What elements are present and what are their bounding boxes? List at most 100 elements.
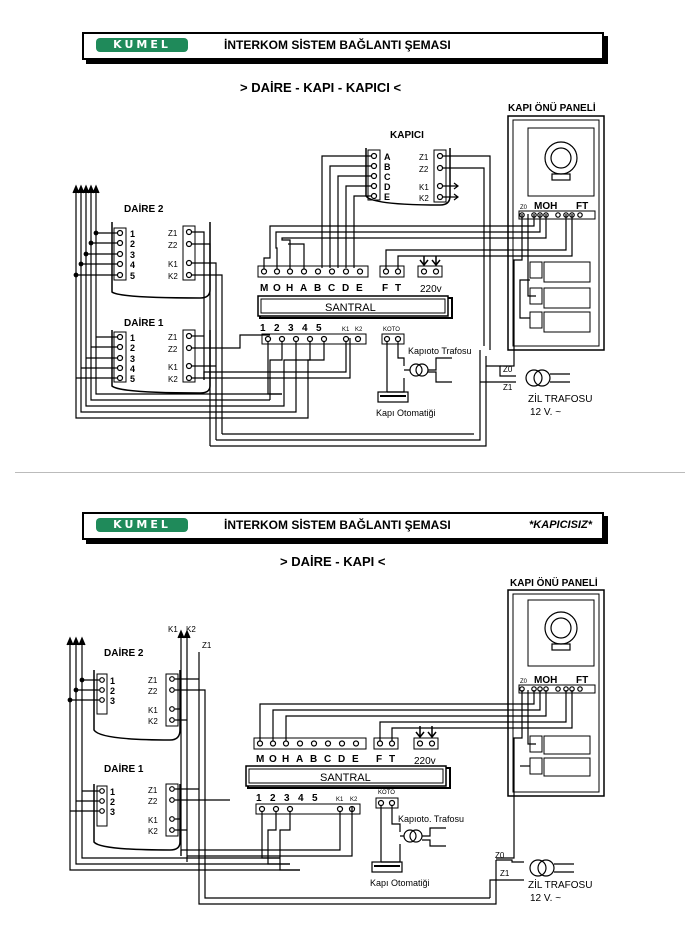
panel-label: KAPI ÖNÜ PANELİ bbox=[508, 101, 596, 114]
kapi-otomatigi-label: Kapı Otomatiği bbox=[376, 408, 436, 418]
panel-wires bbox=[263, 214, 573, 367]
diagram-title: İNTERKOM SİSTEM BAĞLANTI ŞEMASI bbox=[224, 518, 451, 532]
svg-text:Z1: Z1 bbox=[503, 383, 513, 392]
santral-label: SANTRAL bbox=[325, 302, 376, 314]
santral-unit: SANTRAL bbox=[245, 765, 451, 789]
santral-bottom-terminals: 1 2 3 4 5 K1 K2 KOTO bbox=[260, 323, 405, 345]
svg-text:K1: K1 bbox=[148, 816, 158, 825]
kapi-onu-paneli: KAPI ÖNÜ PANELİ Z0 MOH FT bbox=[507, 101, 605, 351]
daire2-left-terminals: 1 2 3 4 5 bbox=[113, 227, 135, 281]
svg-text:E: E bbox=[384, 192, 390, 202]
diagram-daire-kapi-kapici: KUMEL İNTERKOM SİSTEM BAĞLANTI ŞEMASI > … bbox=[0, 0, 700, 470]
svg-text:4: 4 bbox=[302, 323, 308, 334]
kapi-onu-paneli: KAPI ÖNÜ PANELİ Z0 MOH FT bbox=[507, 576, 605, 797]
svg-text:K1: K1 bbox=[148, 706, 158, 715]
svg-text:MOH: MOH bbox=[534, 675, 557, 686]
svg-text:B: B bbox=[384, 162, 391, 172]
svg-text:E: E bbox=[352, 754, 359, 765]
title-box: KUMEL İNTERKOM SİSTEM BAĞLANTI ŞEMASI *K… bbox=[82, 512, 604, 540]
diagram-daire-kapi: KUMEL İNTERKOM SİSTEM BAĞLANTI ŞEMASI *K… bbox=[0, 490, 700, 952]
svg-text:K2: K2 bbox=[186, 625, 196, 634]
svg-text:C: C bbox=[384, 172, 391, 182]
kapi-oto-trafo-label: Kapıoto Trafosu bbox=[408, 346, 472, 356]
daire1-unit: DAİRE 1 1 2 3 4 5 Z1 Z2 K1 K2 bbox=[111, 316, 211, 394]
svg-text:FT: FT bbox=[576, 675, 588, 686]
svg-text:K1: K1 bbox=[168, 260, 178, 269]
daire2-label: DAİRE 2 bbox=[124, 202, 164, 215]
santral-bottom-terminals: 1 2 3 4 5 K1 K2 KOTO bbox=[255, 790, 399, 815]
svg-text:D: D bbox=[342, 283, 349, 294]
daire-right-buses bbox=[192, 231, 487, 447]
svg-text:Z2: Z2 bbox=[419, 165, 429, 174]
svg-text:1: 1 bbox=[130, 333, 135, 343]
panel-label: KAPI ÖNÜ PANELİ bbox=[510, 576, 598, 589]
kapi-otomatigi-circuit: Kapıoto Trafosu Kapı Otomatiği bbox=[376, 342, 472, 418]
daire2-right-terminals: Z1 Z2 K1 K2 bbox=[168, 225, 196, 281]
daire-right-buses bbox=[175, 678, 497, 905]
svg-text:2: 2 bbox=[270, 793, 276, 804]
kapici-label: KAPICI bbox=[390, 130, 424, 141]
diagram-subtitle: > DAİRE - KAPI < bbox=[280, 554, 386, 569]
kapi-otomatigi-circuit: Kapıoto. Trafosu Kapı Otomatiği bbox=[370, 806, 464, 888]
svg-text:MOH: MOH bbox=[534, 201, 557, 212]
svg-text:K2: K2 bbox=[168, 375, 178, 384]
svg-text:Z1: Z1 bbox=[202, 641, 212, 650]
riser-wires-left bbox=[66, 636, 300, 871]
svg-text:F: F bbox=[376, 754, 382, 765]
svg-text:Z0: Z0 bbox=[520, 679, 528, 685]
zil-trafosu: Z0 Z1 ZİL TRAFOSU 12 V. ~ bbox=[489, 851, 592, 904]
svg-text:K2: K2 bbox=[148, 717, 158, 726]
zil-trafosu: Z0 Z1 ZİL TRAFOSU 12 V. ~ bbox=[480, 365, 592, 418]
svg-text:Z1: Z1 bbox=[148, 676, 158, 685]
svg-text:3: 3 bbox=[288, 323, 294, 334]
svg-text:1: 1 bbox=[110, 676, 115, 686]
svg-text:M: M bbox=[256, 754, 264, 765]
svg-text:3: 3 bbox=[130, 354, 135, 364]
daire2-label: DAİRE 2 bbox=[104, 646, 144, 659]
santral-top-terminals: M O H A B C D E F T 220v bbox=[257, 256, 443, 295]
svg-text:1: 1 bbox=[256, 793, 262, 804]
panel-wires bbox=[259, 690, 573, 859]
diagram-title: İNTERKOM SİSTEM BAĞLANTI ŞEMASI bbox=[224, 38, 451, 52]
svg-text:B: B bbox=[314, 283, 321, 294]
title-box: KUMEL İNTERKOM SİSTEM BAĞLANTI ŞEMASI bbox=[82, 32, 604, 60]
kapici-unit: KAPICI A B C D E Z1 Z2 K1 K2 bbox=[365, 130, 459, 206]
svg-text:K2: K2 bbox=[419, 194, 429, 203]
svg-text:4: 4 bbox=[298, 793, 304, 804]
svg-text:E: E bbox=[356, 283, 363, 294]
svg-text:1: 1 bbox=[260, 323, 266, 334]
daire1-label: DAİRE 1 bbox=[124, 316, 164, 329]
diagram-subtitle: > DAİRE - KAPI - KAPICI < bbox=[240, 80, 402, 95]
svg-text:Z0: Z0 bbox=[495, 851, 505, 860]
kumel-logo: KUMEL bbox=[96, 38, 188, 52]
svg-text:4: 4 bbox=[130, 364, 135, 374]
svg-text:Z1: Z1 bbox=[168, 229, 178, 238]
svg-text:A: A bbox=[296, 754, 303, 765]
santral-label: SANTRAL bbox=[320, 772, 371, 784]
wiring-diagram: K1 K2 Z1 DAİRE 2 1 2 3 Z1 Z2 K1 K2 DAİRE… bbox=[66, 576, 605, 905]
santral-unit: SANTRAL bbox=[257, 295, 453, 319]
svg-text:2: 2 bbox=[274, 323, 280, 334]
svg-text:Z2: Z2 bbox=[148, 687, 158, 696]
wiring-diagram: DAİRE 2 1 2 3 4 5 Z1 Z2 K1 K2 DAİRE bbox=[72, 101, 605, 447]
koto-label: KOTO bbox=[378, 790, 395, 796]
riser-wires-left bbox=[72, 184, 282, 419]
svg-text:D: D bbox=[384, 182, 391, 192]
daire2-unit: DAİRE 2 1 2 3 Z1 Z2 K1 K2 bbox=[93, 646, 181, 741]
svg-text:K2: K2 bbox=[168, 272, 178, 281]
svg-text:3: 3 bbox=[284, 793, 290, 804]
svg-text:Z0: Z0 bbox=[520, 205, 528, 211]
svg-text:O: O bbox=[269, 754, 277, 765]
zil-trafosu-label: ZİL TRAFOSU bbox=[528, 878, 592, 891]
svg-text:Z1: Z1 bbox=[168, 333, 178, 342]
svg-text:K1: K1 bbox=[342, 327, 350, 333]
svg-text:5: 5 bbox=[130, 374, 135, 384]
svg-text:FT: FT bbox=[576, 201, 588, 212]
svg-text:Z1: Z1 bbox=[500, 869, 510, 878]
svg-text:K2: K2 bbox=[148, 827, 158, 836]
svg-text:C: C bbox=[328, 283, 335, 294]
power-label: 220v bbox=[414, 756, 436, 767]
svg-text:K2: K2 bbox=[355, 327, 363, 333]
svg-text:Z2: Z2 bbox=[148, 797, 158, 806]
koto-label: KOTO bbox=[383, 327, 400, 333]
